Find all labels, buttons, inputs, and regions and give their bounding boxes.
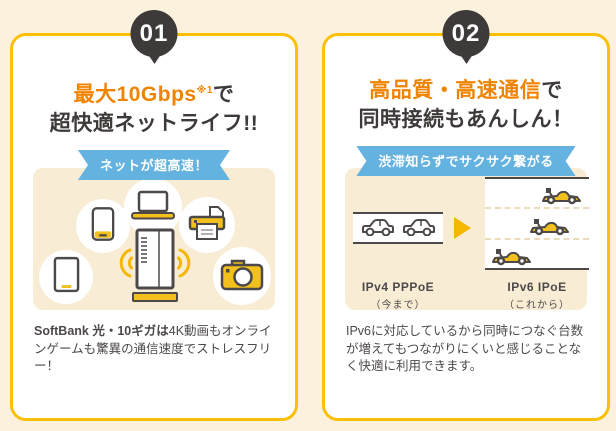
card1-heading: 最大10Gbps※1で 超快適ネットライフ!! xyxy=(17,76,291,138)
card1-heading-suffix: で xyxy=(212,83,235,106)
arrow-right-icon xyxy=(454,217,471,239)
card2-heading-accent: 高品質・高速通信 xyxy=(369,79,542,102)
ipv4-label-group: IPv4 PPPoE （今まで） xyxy=(353,280,443,311)
device-circle-smartphone xyxy=(76,199,130,253)
router-icon xyxy=(135,228,175,295)
smartphone-icon xyxy=(91,206,115,247)
router-stand xyxy=(132,292,178,302)
card1-footnote-marker: ※1 xyxy=(196,85,213,96)
wifi-waves-icon xyxy=(117,246,133,285)
printer-icon xyxy=(188,205,226,246)
device-circle-camera xyxy=(213,247,271,305)
ipv4-label: IPv4 PPPoE xyxy=(361,280,435,294)
lane xyxy=(485,207,589,237)
card1-ribbon-label: ネットが超高速！ xyxy=(99,158,208,173)
car-icon xyxy=(360,216,396,241)
race-car-icon xyxy=(530,218,569,235)
ipv6-lanes-illustration xyxy=(485,177,589,270)
wifi-waves-icon xyxy=(177,246,193,285)
wifi-router-illustration xyxy=(117,228,193,308)
card2-heading-line2: 同時接続もあんしん！ xyxy=(358,108,574,131)
card1-illustration xyxy=(33,168,275,310)
card2-description: IPv6に対応しているから同時につなぐ台数が増えてもつながりにくいと感じることな… xyxy=(346,323,589,376)
card1-heading-accent: 最大10Gbps xyxy=(73,83,197,106)
device-circle-tablet xyxy=(39,250,93,304)
card2-heading-suffix: で xyxy=(541,79,563,102)
step-badge-01: 01 xyxy=(130,10,178,57)
lane xyxy=(485,179,589,207)
race-car-icon xyxy=(542,188,581,205)
car-icon xyxy=(401,216,437,241)
ipv6-sublabel: （これから） xyxy=(504,300,570,311)
camera-icon xyxy=(220,257,264,296)
card1-heading-line1: 最大10Gbps※1で xyxy=(17,76,291,109)
race-car-icon xyxy=(492,248,531,266)
laptop-icon xyxy=(130,190,176,225)
ipv4-sublabel: （今まで） xyxy=(370,300,426,311)
card2-heading: 高品質・高速通信で 同時接続もあんしん！ xyxy=(329,76,603,134)
card1-description-rest: 4K動画もオンラインゲームも驚異の通信速度でストレスフリー！ xyxy=(34,324,272,373)
device-circle-laptop xyxy=(124,178,182,236)
benefit-card-1: 01 最大10Gbps※1で 超快適ネットライフ!! ネットが超高速！ xyxy=(10,10,298,421)
ipv6-label: IPv6 IPoE xyxy=(507,280,567,294)
card1-description-bold: SoftBank 光・10ギガは xyxy=(34,324,169,338)
step-badge-02: 02 xyxy=(442,10,490,57)
step-badge-01-number: 01 xyxy=(139,19,169,47)
card1-heading-line2: 超快適ネットライフ!! xyxy=(49,112,259,135)
ipv4-road-illustration xyxy=(353,212,443,244)
lane xyxy=(485,237,589,268)
ipv6-label-group: IPv6 IPoE （これから） xyxy=(485,280,589,311)
card1-ribbon: ネットが超高速！ xyxy=(78,150,230,180)
step-badge-02-number: 02 xyxy=(451,19,481,47)
card2-illustration: IPv4 PPPoE （今まで） IPv6 IPoE （これから） xyxy=(345,168,589,311)
benefit-card-2: 02 高品質・高速通信で 同時接続もあんしん！ 渋滞知らずでサクサク繋がる xyxy=(322,10,610,421)
device-circle-printer xyxy=(179,197,235,253)
tablet-icon xyxy=(53,256,80,298)
card2-description-rest: IPv6に対応しているから同時につなぐ台数が増えてもつながりにくいと感じることな… xyxy=(346,324,584,373)
card2-heading-line1: 高品質・高速通信で xyxy=(329,76,603,105)
card1-description: SoftBank 光・10ギガは4K動画もオンラインゲームも驚異の通信速度でスト… xyxy=(34,323,277,376)
card2-ribbon: 渋滞知らずでサクサク繋がる xyxy=(356,146,575,176)
card2-ribbon-label: 渋滞知らずでサクサク繋がる xyxy=(378,154,554,169)
